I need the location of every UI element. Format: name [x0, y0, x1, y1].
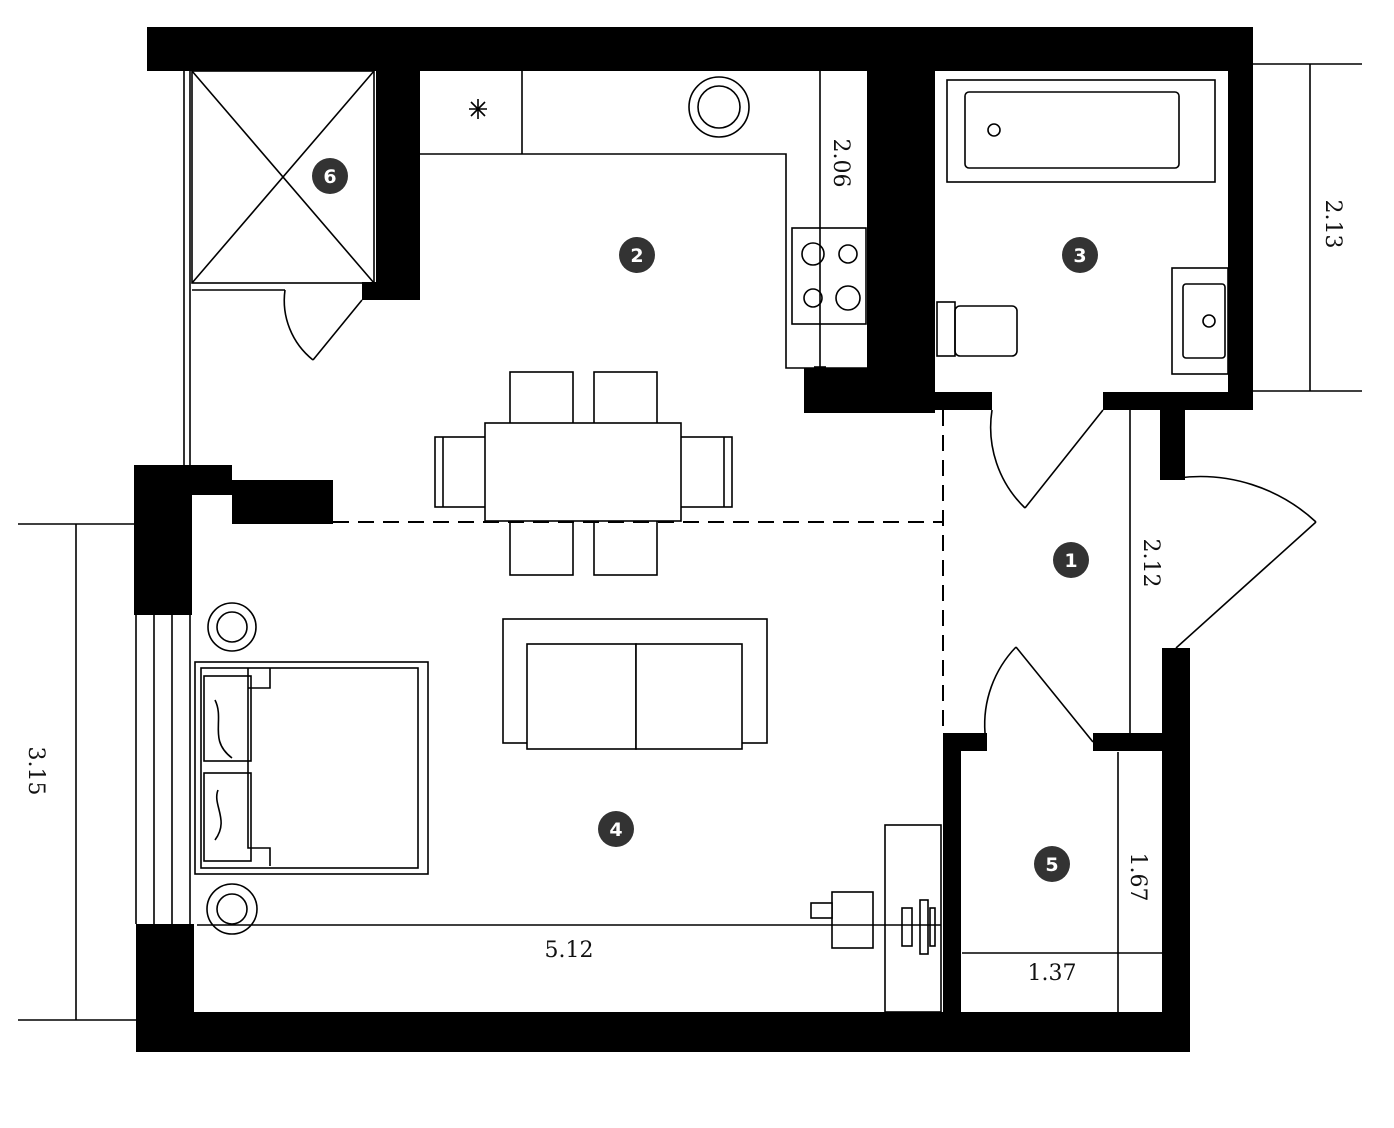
sofa-icon — [502, 618, 768, 750]
room-badge-2: 2 — [619, 237, 655, 273]
room-badge-5: 5 — [1034, 846, 1070, 882]
window-balcony — [183, 71, 191, 465]
door-bathroom — [989, 409, 1104, 509]
lamp-icon-bottom — [206, 883, 258, 935]
room-number-2: 2 — [630, 245, 643, 267]
room-badge-4: 4 — [598, 811, 634, 847]
dining-table — [434, 371, 733, 576]
dim-label-living-width: 5.12 — [545, 938, 594, 963]
bathtub-icon — [946, 79, 1216, 183]
dim-label-bathroom-height: 2.13 — [1320, 200, 1345, 249]
desk-icon — [810, 824, 942, 1013]
sink-icon — [688, 76, 750, 138]
stove-icon — [791, 227, 867, 325]
door-storage — [983, 646, 1094, 743]
dim-living-height — [18, 523, 136, 1021]
room-badge-6: 6 — [312, 158, 348, 194]
fridge-icon — [469, 99, 487, 119]
dim-label-kitchen-depth: 2.06 — [828, 139, 853, 188]
room-badge-3: 3 — [1062, 237, 1098, 273]
room-badge-1: 1 — [1053, 542, 1089, 578]
room-number-6: 6 — [323, 166, 336, 188]
room-number-5: 5 — [1045, 854, 1058, 876]
room-number-4: 4 — [609, 819, 622, 841]
dim-bathroom-height — [1253, 63, 1362, 392]
dim-kitchen-depth — [814, 58, 826, 368]
window-living — [135, 615, 191, 924]
room-6-cabinet — [191, 70, 375, 291]
room-number-1: 1 — [1064, 550, 1077, 572]
room-number-3: 3 — [1073, 245, 1086, 267]
washbasin-icon — [1171, 267, 1229, 375]
lamp-icon-top — [207, 602, 257, 652]
toilet-icon — [936, 301, 1018, 357]
dim-label-storage-width: 1.37 — [1028, 961, 1077, 986]
dim-label-storage-height: 1.67 — [1125, 853, 1150, 902]
dim-label-hall-length: 2.12 — [1138, 539, 1163, 588]
zone-dividers — [333, 410, 944, 733]
door-room-6 — [283, 289, 363, 361]
bed-icon — [194, 661, 429, 875]
walls — [134, 27, 1253, 1052]
door-entrance — [1175, 475, 1317, 649]
kitchen-counter — [420, 56, 867, 369]
dim-label-living-height: 3.15 — [23, 747, 48, 796]
